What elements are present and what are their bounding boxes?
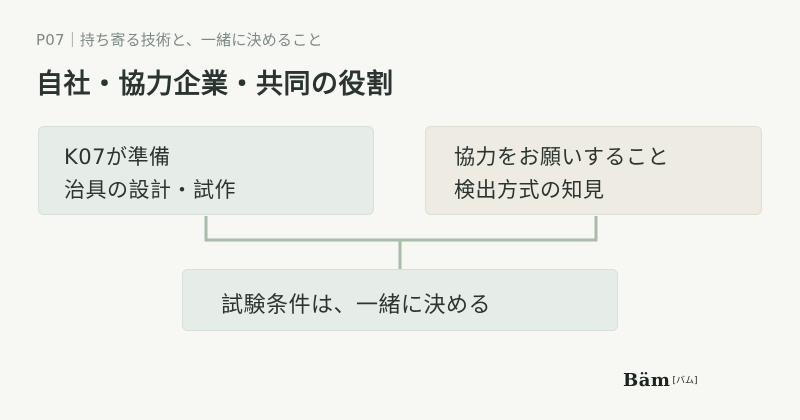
joint-decision-box: 試験条件は、一緒に決める <box>182 269 618 331</box>
bracket-line <box>204 216 598 242</box>
own-company-heading: K07が準備 <box>64 145 171 169</box>
joint-decision-text: 試験条件は、一緒に決める <box>221 293 492 318</box>
logo-subtitle: [バム] <box>672 376 698 386</box>
page-eyebrow: P07｜持ち寄る技術と、一緒に決めること <box>36 31 323 49</box>
page-title: 自社・協力企業・共同の役割 <box>36 69 394 100</box>
own-company-box: K07が準備 治具の設計・試作 <box>38 126 374 215</box>
partner-request-detail: 検出方式の知見 <box>454 178 605 202</box>
brand-logo: Bäm[バム] <box>623 370 697 391</box>
partner-request-heading: 協力をお願いすること <box>454 145 669 169</box>
partner-request-box: 協力をお願いすること 検出方式の知見 <box>425 126 762 215</box>
logo-word: Bäm <box>623 370 671 391</box>
own-company-detail: 治具の設計・試作 <box>64 178 236 202</box>
